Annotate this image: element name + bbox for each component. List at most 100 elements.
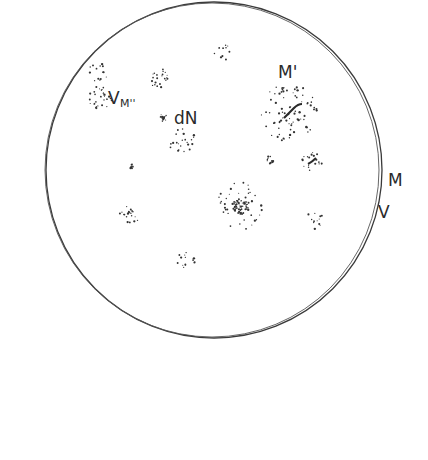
granule-dot (250, 214, 252, 216)
granule-dot (303, 119, 304, 120)
granule-dot (286, 89, 288, 91)
granule-dot (89, 99, 91, 101)
granule-dot (229, 194, 230, 195)
granule-dot (293, 131, 295, 133)
granule-dot (162, 120, 164, 122)
granule-dot (248, 188, 250, 190)
granule-dot (154, 81, 156, 83)
granule-dot (311, 154, 313, 156)
granule-dot (318, 223, 320, 225)
granule-dot (100, 78, 102, 80)
granule-dot (248, 202, 250, 204)
granule-dot (272, 160, 274, 162)
granule-dot (166, 78, 168, 80)
granule-dot (126, 206, 127, 207)
granule-dot (278, 93, 280, 95)
granule-dot (293, 113, 295, 115)
granule-dot (269, 112, 271, 114)
granule-dot (311, 101, 313, 103)
granule-dot (101, 104, 103, 106)
granule-dot (96, 68, 98, 70)
granule-dot (226, 198, 227, 199)
granule-dot (152, 85, 153, 86)
granule-dot (279, 121, 281, 123)
granule-dot (187, 143, 189, 145)
granule-dot (245, 196, 247, 198)
granule-dot (225, 44, 226, 45)
granule-dot (238, 202, 240, 204)
granule-dot (170, 143, 172, 145)
granule-dot (227, 213, 228, 214)
granule-dot (242, 182, 244, 184)
granule-dot (156, 74, 158, 76)
granule-dot (292, 121, 293, 122)
granule-dot (95, 86, 97, 88)
granule-dot (159, 83, 161, 85)
granule-dot (302, 94, 303, 95)
granule-dot (318, 163, 319, 164)
granule-dot (236, 200, 238, 202)
granule-dot (235, 208, 237, 210)
granule-dot (128, 212, 130, 214)
granule-dot (314, 213, 315, 214)
granule-dot (278, 127, 280, 129)
granule-dot (246, 208, 247, 209)
granule-dot (296, 97, 298, 99)
granule-dot (220, 202, 222, 204)
granule-dot (281, 88, 282, 89)
granule-dot (282, 87, 284, 89)
granule-dot (239, 206, 240, 207)
granule-dot (239, 209, 241, 211)
granule-dot (288, 123, 289, 124)
granule-dot (265, 125, 267, 127)
granule-dot (307, 102, 309, 104)
granule-dot (300, 118, 301, 119)
granule-dot (289, 134, 291, 136)
granule-dot (294, 95, 296, 97)
granule-dot (248, 185, 249, 186)
granule-dot (90, 103, 91, 104)
granule-dot (233, 201, 234, 202)
granule-dot (193, 257, 195, 259)
granule-dot (283, 97, 284, 98)
granule-dot (193, 261, 195, 263)
granule-dot (234, 183, 235, 184)
granule-dot (228, 51, 230, 53)
granule-dot (225, 209, 227, 211)
granule-dot (121, 212, 122, 213)
granule-dot (302, 159, 304, 161)
granule-dot (131, 215, 132, 216)
granule-dot (238, 198, 240, 200)
granule-dot (101, 63, 103, 65)
membrane-label: M (388, 172, 403, 189)
granule-dot (151, 80, 153, 82)
granule-dot (261, 114, 262, 115)
granule-dot (313, 108, 315, 110)
granule-dot (172, 142, 174, 144)
granule-dot (184, 254, 185, 255)
granule-dot (309, 169, 311, 171)
granule-dot (312, 152, 313, 153)
granule-dot (319, 218, 320, 219)
granule-dot (296, 86, 298, 88)
granule-dot (162, 69, 164, 71)
granule-dot (241, 200, 242, 201)
granule-dot (289, 137, 290, 138)
granule-dot (242, 203, 243, 204)
granule-dot (317, 220, 318, 221)
granule-dot (176, 142, 178, 144)
granule-dot (247, 207, 249, 209)
granule-dot (308, 166, 310, 168)
granule-dot (182, 265, 183, 266)
granule-dot (193, 134, 195, 136)
membrane-label: V (378, 204, 390, 221)
granule-dot (106, 106, 107, 107)
granule-dot (93, 103, 95, 105)
granule-dot (100, 96, 102, 98)
granule-dot (301, 101, 302, 102)
granule-dot (153, 73, 154, 74)
granule-dot (304, 115, 306, 117)
granule-dot (295, 110, 297, 112)
structure-label: V (108, 90, 120, 107)
